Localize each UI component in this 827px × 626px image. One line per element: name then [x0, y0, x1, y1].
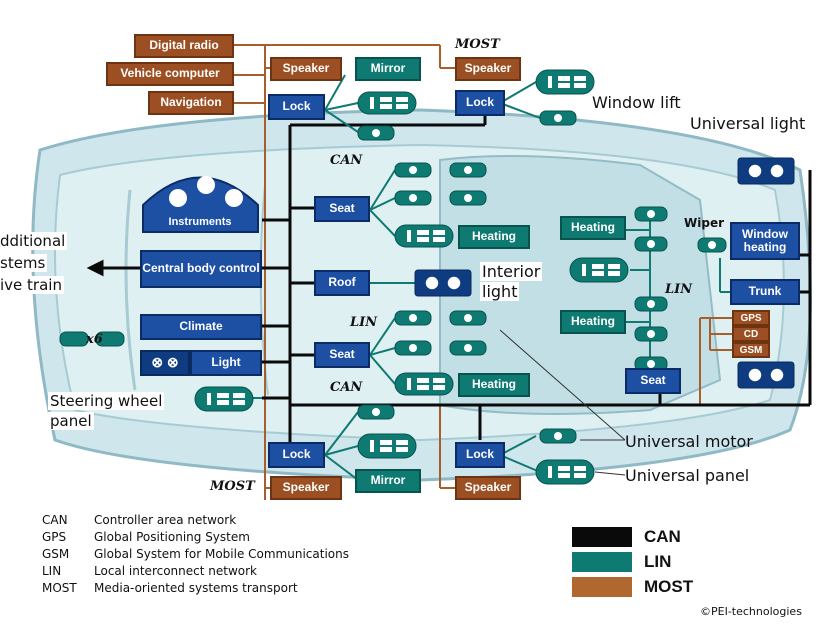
interior-light-label-2: light — [480, 282, 520, 301]
legend-text: Media-oriented systems transport — [94, 581, 298, 595]
seat-front-box: Seat — [314, 196, 370, 222]
legend-row: LIN Local interconnect network — [42, 564, 257, 578]
legend-row: GSM Global System for Mobile Communicatio… — [42, 547, 349, 561]
seat-rear-box: Seat — [314, 342, 370, 368]
panel-icons — [194, 69, 629, 485]
legend-abbr: CAN — [42, 513, 68, 527]
speaker-front-left-box: Speaker — [270, 57, 342, 81]
trunk-box: Trunk — [730, 279, 800, 305]
light-icon-cell: ⊗ ⊗ — [140, 350, 190, 376]
most-top-label: MOST — [455, 37, 500, 52]
light-icons — [414, 157, 795, 389]
heating-right-top-box: Heating — [560, 216, 626, 240]
mirror-front-box: Mirror — [355, 57, 421, 81]
key-label-can: CAN — [644, 527, 681, 546]
legend-text: Controller area network — [94, 513, 237, 527]
legend-abbr: MOST — [42, 581, 77, 595]
can-top-label: CAN — [330, 153, 363, 168]
key-swatch-most — [572, 577, 632, 597]
digital-radio-box: Digital radio — [134, 34, 234, 58]
heating-front-box: Heating — [458, 225, 530, 249]
additional-systems-label-2: stems — [0, 254, 48, 272]
speaker-front-right-box: Speaker — [455, 57, 521, 81]
window-lift-label: Window lift — [592, 93, 681, 112]
key-swatch-can — [572, 527, 632, 547]
lock-front-left-box: Lock — [268, 94, 325, 120]
lin-mid-label: LIN — [350, 315, 378, 330]
legend-text: Global System for Mobile Communications — [94, 547, 349, 561]
navigation-box: Navigation — [148, 91, 234, 115]
steering-wheel-label-2: panel — [48, 412, 94, 430]
additional-systems-arrows — [86, 259, 140, 277]
callout-lines — [499, 329, 626, 476]
universal-panel-label: Universal panel — [625, 466, 750, 485]
legend-row: GPS Global Positioning System — [42, 530, 250, 544]
window-heating-box: Window heating — [730, 222, 800, 260]
instruments-label: Instruments — [168, 215, 232, 228]
legend-row: CAN Controller area network — [42, 513, 236, 527]
additional-systems-label-1: dditional — [0, 232, 68, 250]
most-bottom-label: MOST — [210, 479, 255, 494]
interior-light-label-1: Interior — [480, 262, 543, 281]
x6-label: x6 — [86, 332, 103, 347]
key-label-lin: LIN — [644, 552, 672, 571]
seat-right-box: Seat — [625, 368, 681, 394]
roof-box: Roof — [314, 270, 370, 296]
gauge-icons — [169, 176, 243, 207]
gsm-box: GSM — [732, 342, 770, 358]
wiper-label: Wiper — [684, 216, 724, 230]
lock-front-right-box: Lock — [455, 90, 505, 116]
legend-abbr: GSM — [42, 547, 70, 561]
legend-row: MOST Media-oriented systems transport — [42, 581, 298, 595]
steering-wheel-label-1: Steering wheel — [48, 392, 165, 410]
speaker-rear-left-box: Speaker — [270, 476, 342, 500]
legend-abbr: GPS — [42, 530, 67, 544]
cd-box: CD — [732, 326, 770, 342]
legend-text: Global Positioning System — [94, 530, 250, 544]
gps-box: GPS — [732, 310, 770, 326]
vehicle-computer-box: Vehicle computer — [106, 62, 234, 86]
universal-light-label: Universal light — [690, 114, 806, 133]
motor-icons — [59, 110, 727, 444]
heating-rear-box: Heating — [458, 373, 530, 397]
key-swatch-lin — [572, 552, 632, 572]
central-body-control-box: Central body control — [140, 250, 262, 288]
can-mid-label: CAN — [330, 380, 363, 395]
heating-right-mid-box: Heating — [560, 310, 626, 334]
credit-label: ©PEI-technologies — [700, 605, 802, 618]
legend-text: Local interconnect network — [94, 564, 257, 578]
lock-rear-right-box: Lock — [455, 442, 505, 468]
mirror-rear-box: Mirror — [355, 469, 421, 493]
universal-motor-label: Universal motor — [625, 432, 753, 451]
legend-abbr: LIN — [42, 564, 62, 578]
additional-systems-label-3: ive train — [0, 276, 64, 294]
lin-right-label: LIN — [665, 282, 693, 297]
key-label-most: MOST — [644, 577, 694, 596]
speaker-rear-right-box: Speaker — [455, 476, 521, 500]
climate-box: Climate — [140, 314, 262, 340]
light-box: Light — [190, 350, 262, 376]
lock-rear-left-box: Lock — [268, 442, 325, 468]
